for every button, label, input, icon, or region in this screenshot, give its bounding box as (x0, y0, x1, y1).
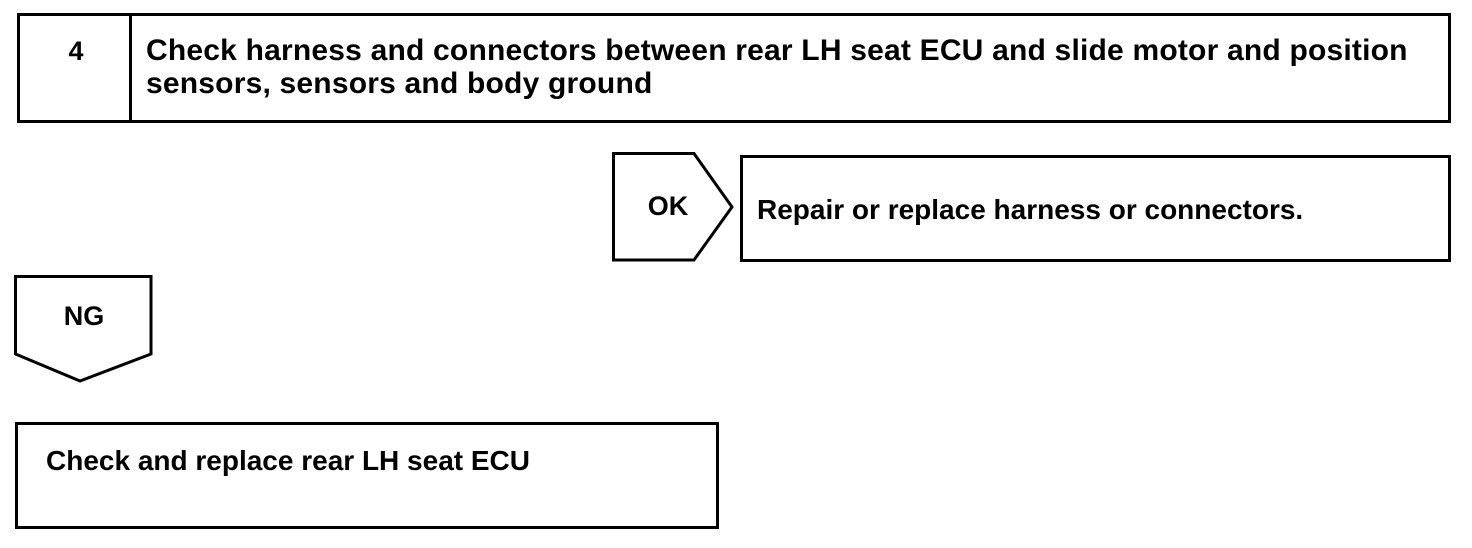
step-number-cell: 4 (20, 16, 132, 120)
ng-result-box: Check and replace rear LH seat ECU (15, 422, 719, 529)
ok-result-box: Repair or replace harness or connectors. (740, 155, 1451, 262)
ng-label: NG (63, 301, 105, 331)
ok-arrow-shape (612, 152, 734, 262)
ng-result-text: Check and replace rear LH seat ECU (46, 445, 530, 476)
step-box: 4 Check harness and connectors between r… (17, 13, 1451, 123)
step-title: Check harness and connectors between rea… (146, 34, 1408, 100)
ok-label: OK (647, 191, 689, 221)
ng-arrow-shape (14, 275, 153, 383)
step-number: 4 (68, 36, 84, 66)
ok-result-text: Repair or replace harness or connectors. (757, 194, 1304, 225)
